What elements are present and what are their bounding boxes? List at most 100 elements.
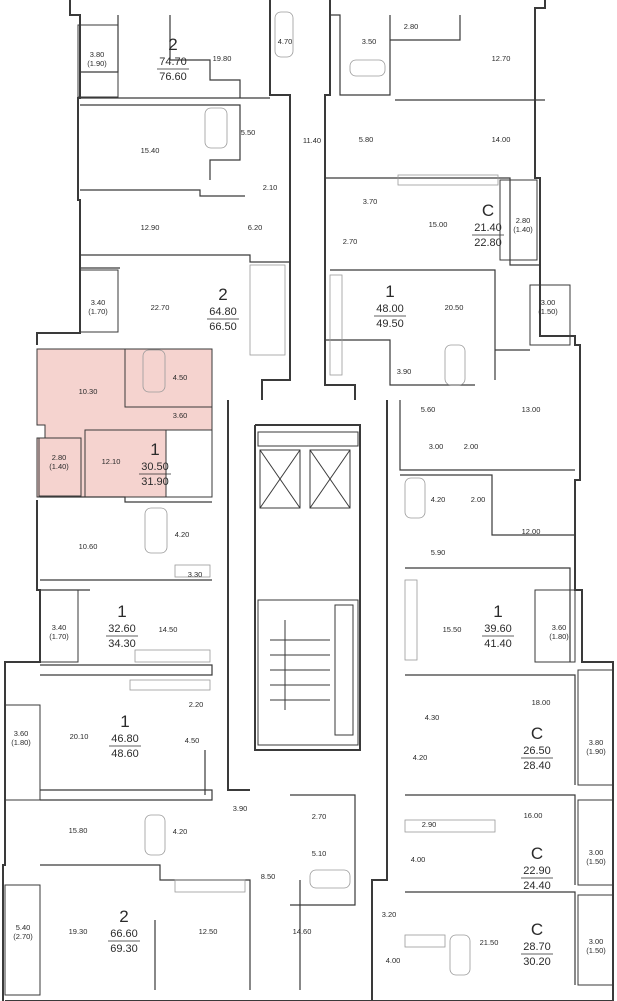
- room-area-label: 21.50: [480, 938, 499, 947]
- room-area-label: 4.00: [386, 956, 401, 965]
- balconies: [4, 24, 614, 996]
- balcony-reduced-area-label: (1.90): [586, 747, 606, 756]
- balcony-labels: 3.80(1.90)2.80(1.40)3.40(1.70)3.00(1.50)…: [11, 50, 606, 955]
- apartment-living-area: 26.50: [523, 745, 551, 757]
- room-area-label: 4.20: [173, 827, 188, 836]
- balcony-reduced-area-label: (1.50): [586, 857, 606, 866]
- room-area-label: 4.20: [175, 530, 190, 539]
- apartment-total-area: 66.50: [209, 321, 237, 333]
- room-area-label: 4.70: [278, 37, 293, 46]
- balcony-area-label: 3.00: [541, 298, 556, 307]
- apartment-rooms-label: 1: [117, 602, 126, 621]
- balcony-reduced-area-label: (1.70): [49, 632, 69, 641]
- apartment-living-area: 48.00: [376, 303, 404, 315]
- room-area-label: 2.00: [464, 442, 479, 451]
- apartment-rooms-label: 1: [150, 440, 159, 459]
- room-area-label: 5.80: [359, 135, 374, 144]
- room-area-label: 13.00: [522, 405, 541, 414]
- room-area-label: 14.50: [159, 625, 178, 634]
- room-area-label: 2.70: [312, 812, 327, 821]
- apartment-living-area: 64.80: [209, 306, 237, 318]
- room-area-label: 15.00: [429, 220, 448, 229]
- room-area-label: 4.50: [173, 373, 188, 382]
- room-area-label: 3.30: [188, 570, 203, 579]
- room-area-label: 12.50: [199, 927, 218, 936]
- apartment-living-area: 30.50: [141, 461, 169, 473]
- room-area-label: 15.80: [69, 826, 88, 835]
- apartment-living-area: 32.60: [108, 623, 136, 635]
- room-area-label: 5.50: [241, 128, 256, 137]
- balcony-reduced-area-label: (1.50): [586, 946, 606, 955]
- balcony-area-label: 2.80: [516, 216, 531, 225]
- room-area-label: 15.40: [141, 146, 160, 155]
- room-area-label: 19.30: [69, 927, 88, 936]
- balcony-reduced-area-label: (1.50): [538, 307, 558, 316]
- balcony-reduced-area-label: (1.80): [549, 632, 569, 641]
- room-area-label: 8.50: [261, 872, 276, 881]
- apartment-rooms-label: 1: [493, 602, 502, 621]
- apartment-total-area: 48.60: [111, 748, 139, 760]
- room-area-label: 5.90: [431, 548, 446, 557]
- room-area-label: 3.60: [173, 411, 188, 420]
- balcony-reduced-area-label: (1.90): [87, 59, 107, 68]
- room-area-label: 4.00: [411, 855, 426, 864]
- balcony-area-label: 3.80: [589, 738, 604, 747]
- balcony-area-label: 3.40: [91, 298, 106, 307]
- apartment-labels: 274.7076.60C21.4022.80264.8066.50148.004…: [106, 35, 553, 968]
- room-area-label: 4.20: [431, 495, 446, 504]
- apartment-total-area: 41.40: [484, 638, 512, 650]
- room-area-label: 18.00: [532, 698, 551, 707]
- balcony-reduced-area-label: (1.40): [513, 225, 533, 234]
- room-area-label: 15.50: [443, 625, 462, 634]
- apartment-rooms-label: 2: [168, 35, 177, 54]
- apartment-living-area: 46.80: [111, 733, 139, 745]
- room-area-label: 12.70: [492, 54, 511, 63]
- apartment-rooms-label: 2: [119, 907, 128, 926]
- room-area-label: 14.00: [492, 135, 511, 144]
- balcony-area-label: 2.80: [52, 453, 67, 462]
- room-area-label: 5.10: [312, 849, 327, 858]
- apartment-living-area: 28.70: [523, 941, 551, 953]
- apartment-living-area: 22.90: [523, 865, 551, 877]
- balcony-reduced-area-label: (2.70): [13, 932, 33, 941]
- apartment-rooms-label: 2: [218, 285, 227, 304]
- room-area-label: 3.00: [429, 442, 444, 451]
- room-area-label: 12.10: [102, 457, 121, 466]
- room-area-label: 22.70: [151, 303, 170, 312]
- room-area-label: 2.10: [263, 183, 278, 192]
- room-area-label: 3.90: [233, 804, 248, 813]
- apartment-living-area: 66.60: [110, 928, 138, 940]
- room-area-label: 3.70: [363, 197, 378, 206]
- apartment-rooms-label: 1: [120, 712, 129, 731]
- room-area-label: 4.30: [425, 713, 440, 722]
- room-area-label: 5.60: [421, 405, 436, 414]
- balcony-reduced-area-label: (1.70): [88, 307, 108, 316]
- room-area-label: 10.30: [79, 387, 98, 396]
- apartment-total-area: 22.80: [474, 237, 502, 249]
- selected-apartment-highlight[interactable]: [36, 348, 213, 498]
- room-area-label: 10.60: [79, 542, 98, 551]
- apartment-rooms-label: 1: [385, 282, 394, 301]
- apartment-rooms-label: C: [482, 201, 494, 220]
- apartment-total-area: 30.20: [523, 956, 551, 968]
- apartment-total-area: 69.30: [110, 943, 138, 955]
- apartment-rooms-label: C: [531, 920, 543, 939]
- room-area-label: 16.00: [524, 811, 543, 820]
- balcony-area-label: 3.00: [589, 937, 604, 946]
- apartment-rooms-label: C: [531, 724, 543, 743]
- apartment-total-area: 49.50: [376, 318, 404, 330]
- apartment-total-area: 34.30: [108, 638, 136, 650]
- room-area-label: 2.00: [471, 495, 486, 504]
- room-area-label: 3.90: [397, 367, 412, 376]
- bathtubs: [142, 11, 471, 976]
- room-area-label: 20.50: [445, 303, 464, 312]
- balcony-area-label: 5.40: [16, 923, 31, 932]
- kitchen-counters: [129, 174, 499, 948]
- building-core: [257, 431, 359, 746]
- room-area-label: 2.70: [343, 237, 358, 246]
- apartment-living-area: 39.60: [484, 623, 512, 635]
- room-area-label: 3.20: [382, 910, 397, 919]
- apartment-total-area: 28.40: [523, 760, 551, 772]
